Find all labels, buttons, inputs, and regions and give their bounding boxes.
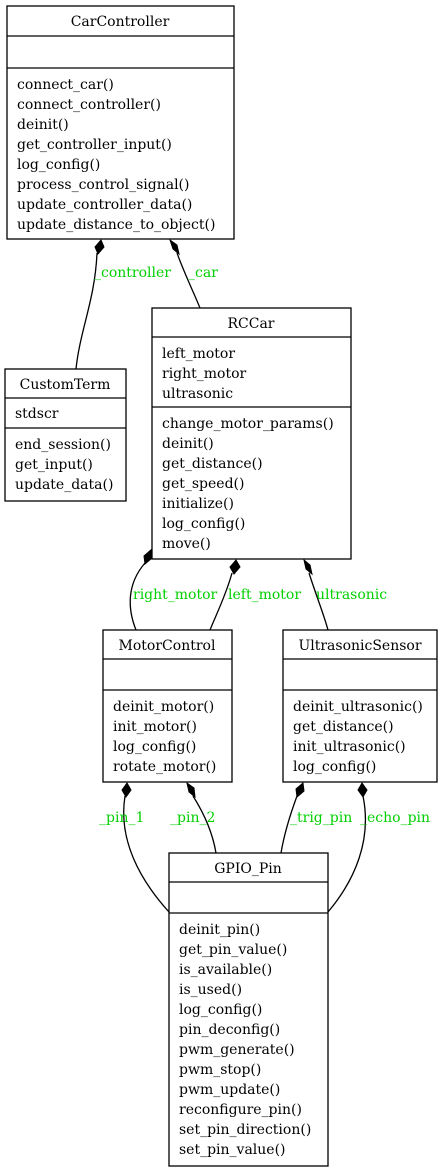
method: update_data() <box>15 477 113 493</box>
method: is_available() <box>179 962 272 978</box>
edge-label-pin-2: _pin_2 <box>170 810 215 826</box>
method: deinit() <box>162 436 214 452</box>
method: pwm_update() <box>179 1082 280 1098</box>
attribute-list: left_motor right_motor ultrasonic <box>162 346 247 402</box>
method: get_distance() <box>293 719 394 735</box>
composition-diamond-trig-pin <box>295 782 305 798</box>
method: is_used() <box>179 982 242 998</box>
edge-car <box>176 252 201 309</box>
class-ultrasonic-sensor: UltrasonicSensor deinit_ultrasonic() get… <box>282 629 438 783</box>
composition-diamond-car <box>169 238 180 256</box>
method: log_config() <box>17 157 100 173</box>
composition-diamond-pin-2 <box>186 781 196 799</box>
edge-label-trig-pin: _trig_pin <box>290 810 352 826</box>
edge-pin-1 <box>123 795 170 913</box>
method-list: deinit_ultrasonic() get_distance() init_… <box>293 699 423 775</box>
method: get_speed() <box>162 476 244 492</box>
composition-diamond-right-motor <box>143 547 153 565</box>
method: reconfigure_pin() <box>179 1102 302 1118</box>
attribute: stdscr <box>15 406 59 422</box>
composition-diamond-pin-1 <box>121 782 132 798</box>
method: set_pin_value() <box>179 1142 286 1158</box>
edge-pin-2 <box>192 795 217 854</box>
edge-right-motor <box>129 562 146 631</box>
method-list: connect_car() connect_controller() deini… <box>17 77 215 233</box>
class-custom-term: CustomTerm stdscr end_session() get_inpu… <box>4 368 127 502</box>
class-name: UltrasonicSensor <box>298 638 421 654</box>
method: update_controller_data() <box>17 197 192 213</box>
method: initialize() <box>162 496 234 512</box>
composition-diamond-left-motor <box>229 559 241 575</box>
method: end_session() <box>15 437 111 453</box>
class-rc-car: RCCar left_motor right_motor ultrasonic … <box>151 307 352 560</box>
edge-label-right-motor: right_motor <box>133 587 218 603</box>
method: set_pin_direction() <box>179 1122 311 1138</box>
class-name: CarController <box>71 14 170 30</box>
composition-diamond-echo-pin <box>357 782 368 798</box>
method: get_controller_input() <box>17 137 172 153</box>
method: deinit_motor() <box>113 699 214 715</box>
attribute: left_motor <box>162 346 235 362</box>
edge-trig-pin <box>280 795 298 854</box>
composition-diamond-controller <box>94 239 105 255</box>
edge-left-motor <box>209 572 233 631</box>
method: deinit() <box>17 117 69 133</box>
class-motor-control: MotorControl deinit_motor() init_motor()… <box>102 629 233 783</box>
method: get_input() <box>15 457 93 473</box>
method: rotate_motor() <box>113 759 216 775</box>
method: init_motor() <box>113 719 197 735</box>
method: log_config() <box>113 739 196 755</box>
method: update_distance_to_object() <box>17 217 215 233</box>
method: log_config() <box>293 759 376 775</box>
edge-label-left-motor: left_motor <box>228 587 301 603</box>
class-name: CustomTerm <box>20 377 111 393</box>
method: pwm_generate() <box>179 1042 295 1058</box>
class-name: RCCar <box>227 316 274 332</box>
method: change_motor_params() <box>162 416 334 432</box>
method: log_config() <box>162 516 245 532</box>
method: pin_deconfig() <box>179 1022 280 1038</box>
edge-label-echo-pin: _echo_pin <box>360 810 430 826</box>
attribute: right_motor <box>162 366 247 382</box>
class-name: GPIO_Pin <box>214 861 282 877</box>
method: deinit_pin() <box>179 922 260 938</box>
class-car-controller: CarController connect_car() connect_cont… <box>6 5 235 240</box>
method: deinit_ultrasonic() <box>293 699 423 715</box>
edges: _controller _car right_motor left_motor … <box>75 238 430 913</box>
method: connect_car() <box>17 77 114 93</box>
edge-controller <box>75 252 98 370</box>
edge-echo-pin <box>327 795 367 913</box>
method: pwm_stop() <box>179 1062 261 1078</box>
edge-label-ultrasonic: ultrasonic <box>316 587 387 603</box>
method-list: change_motor_params() deinit() get_dista… <box>162 416 334 552</box>
edge-label-pin-1: _pin_1 <box>99 810 144 826</box>
class-name: MotorControl <box>119 638 216 654</box>
edge-label-car: _car <box>188 265 218 281</box>
method-list: deinit_motor() init_motor() log_config()… <box>113 699 216 775</box>
edge-ultrasonic <box>308 572 329 631</box>
method: init_ultrasonic() <box>293 739 406 755</box>
method-list: end_session() get_input() update_data() <box>15 437 113 493</box>
edge-label-controller: _controller <box>94 265 171 281</box>
attribute: ultrasonic <box>162 386 233 402</box>
method: move() <box>162 536 211 552</box>
method: connect_controller() <box>17 97 161 113</box>
method: get_distance() <box>162 456 263 472</box>
method: process_control_signal() <box>17 177 189 193</box>
composition-diamond-ultrasonic <box>303 558 313 576</box>
method: log_config() <box>179 1002 262 1018</box>
method-list: deinit_pin() get_pin_value() is_availabl… <box>179 922 311 1158</box>
method: get_pin_value() <box>179 942 287 958</box>
class-gpio-pin: GPIO_Pin deinit_pin() get_pin_value() is… <box>168 852 329 1167</box>
